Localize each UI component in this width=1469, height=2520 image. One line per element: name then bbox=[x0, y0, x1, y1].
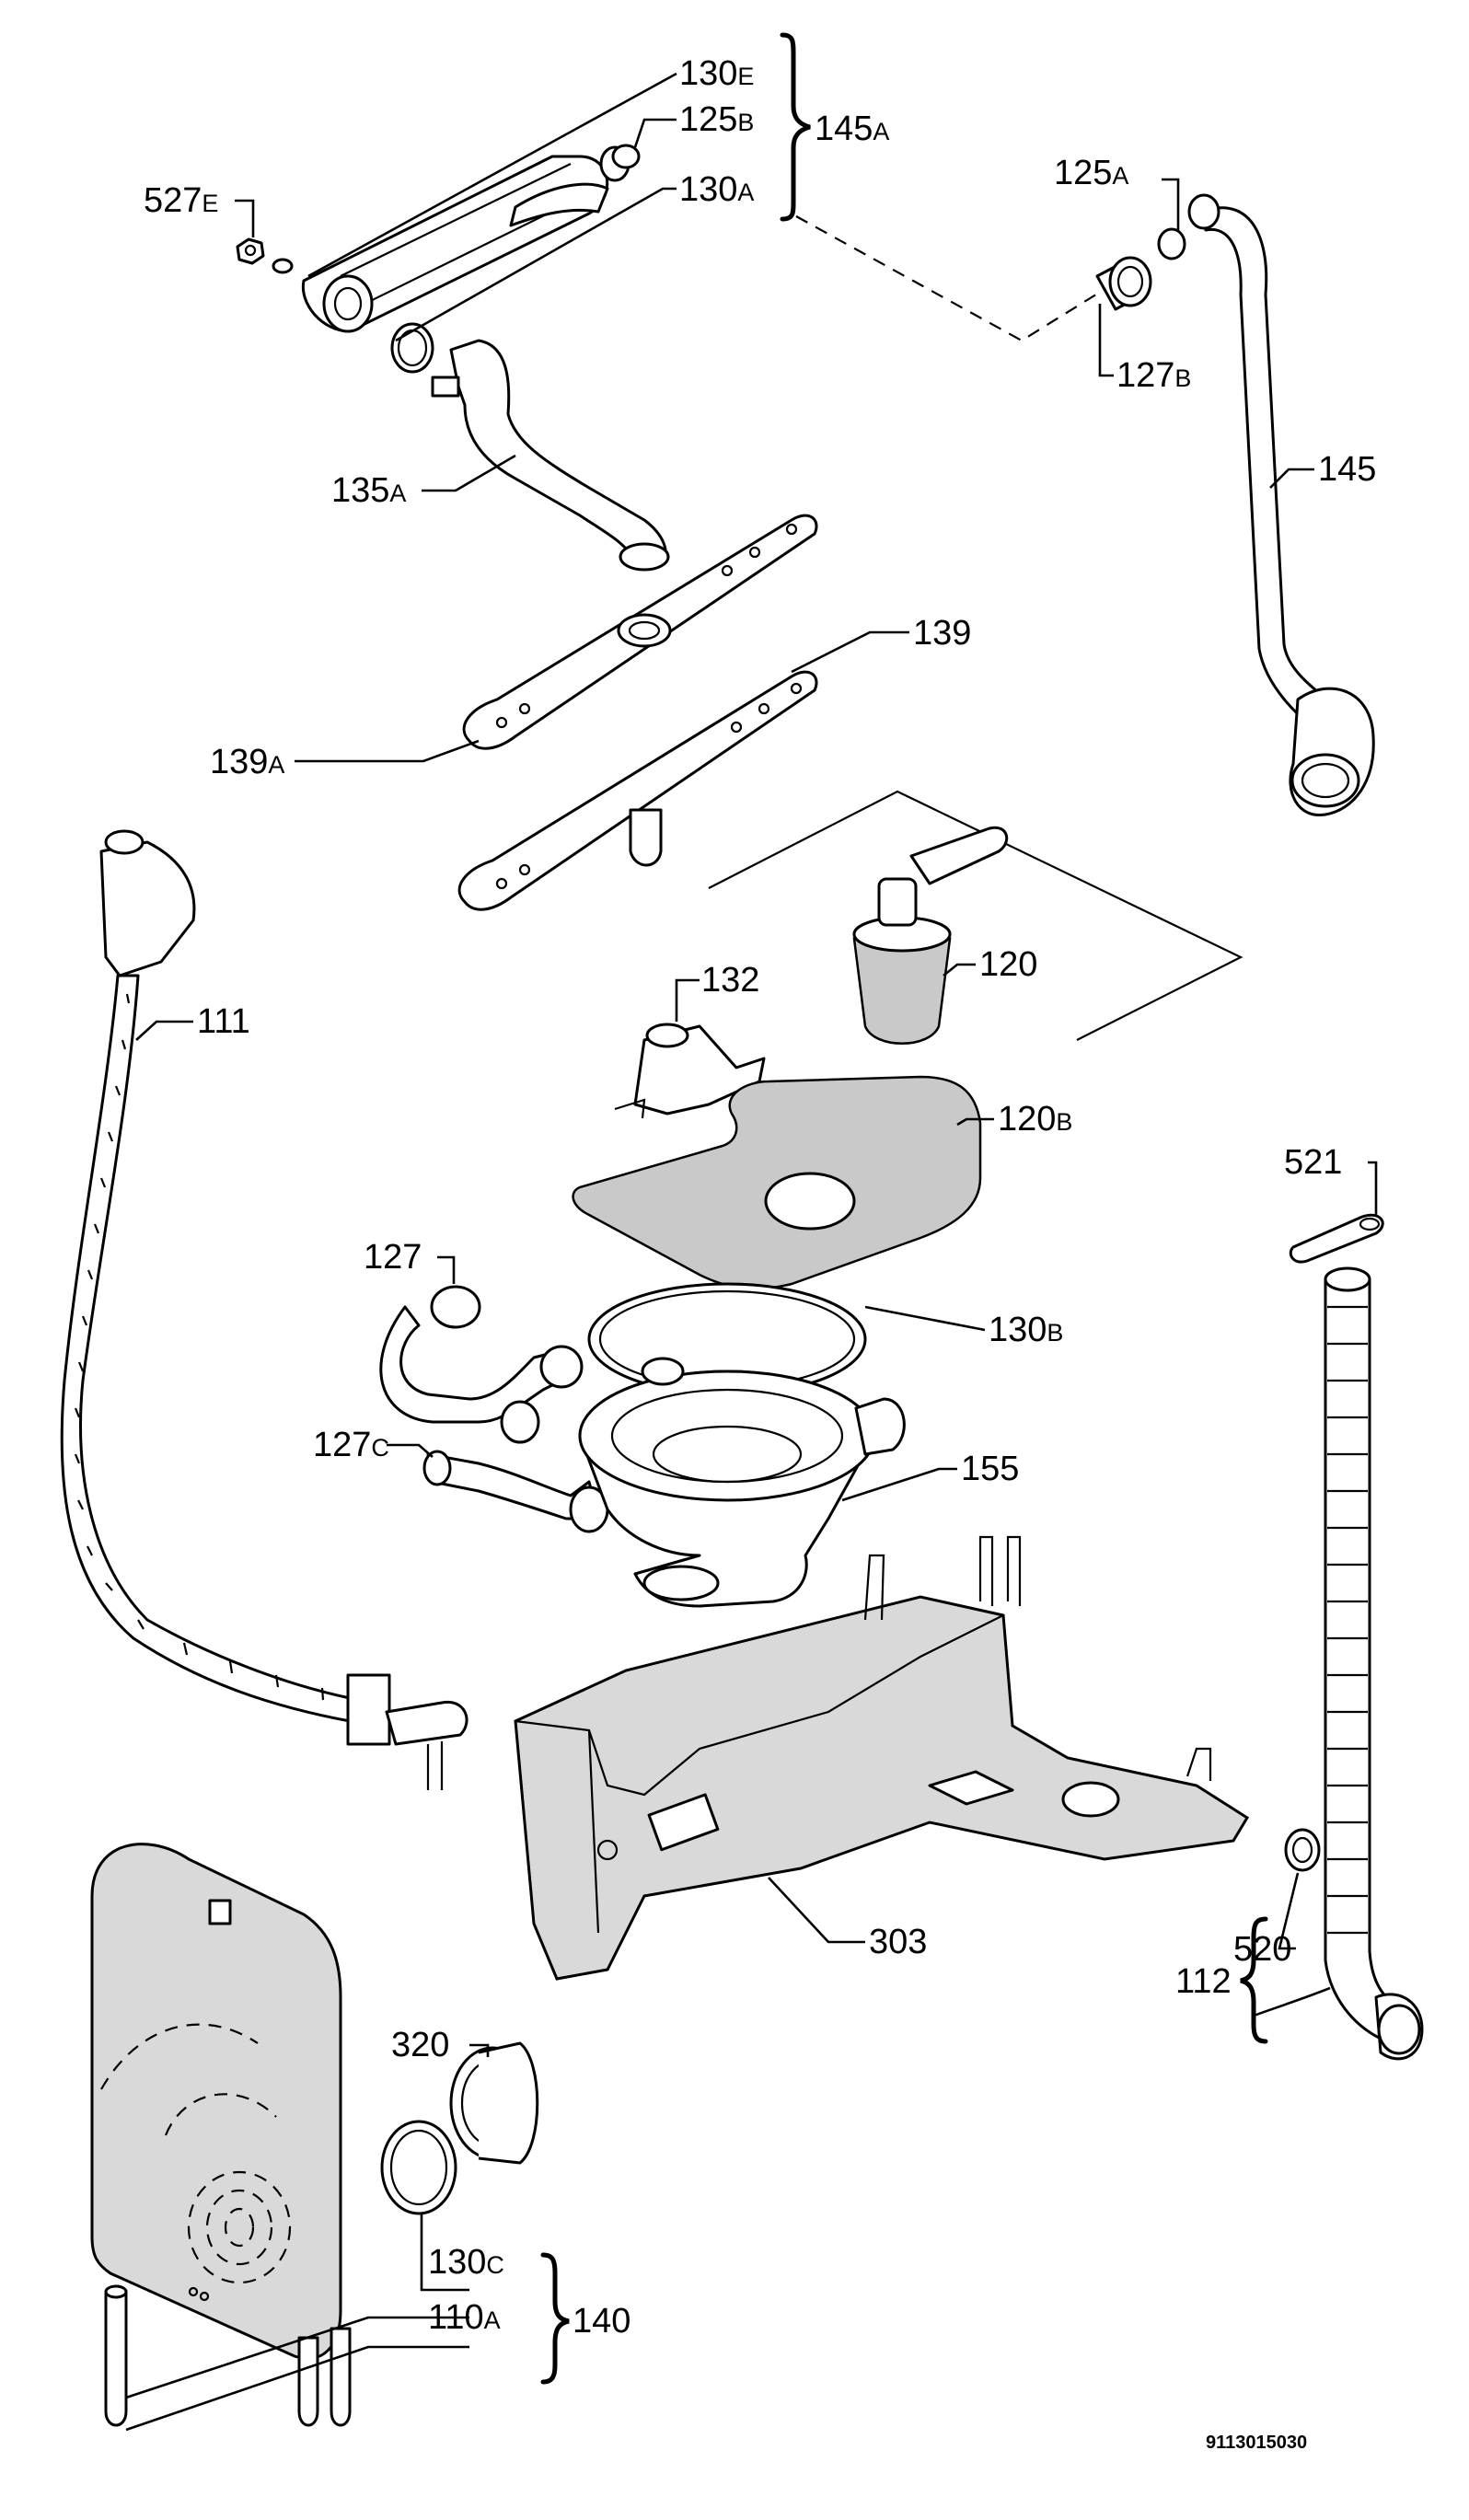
label-132: 132 bbox=[701, 961, 759, 1000]
part-145-hose bbox=[1187, 193, 1375, 816]
label-110A: 110A bbox=[428, 2298, 501, 2337]
label-520: 520 bbox=[1233, 1930, 1291, 1969]
part-125A-oring bbox=[1157, 227, 1186, 260]
part-303-base bbox=[514, 1535, 1250, 1981]
label-145: 145 bbox=[1318, 450, 1376, 489]
part-130E-seal bbox=[272, 258, 294, 274]
label-130E: 130E bbox=[679, 54, 754, 93]
label-155: 155 bbox=[961, 1450, 1019, 1488]
label-125A: 125A bbox=[1054, 154, 1128, 192]
part-139A-spray-arm bbox=[462, 514, 818, 750]
part-130C-seal bbox=[380, 2120, 457, 2215]
document-number: 9113015030 bbox=[1206, 2433, 1307, 2453]
label-127C: 127C bbox=[313, 1426, 389, 1464]
label-527E: 527E bbox=[144, 181, 218, 220]
part-111-inlet-hose bbox=[60, 829, 468, 1790]
label-130B: 130B bbox=[989, 1311, 1063, 1349]
part-155-sump bbox=[578, 1357, 906, 1608]
part-521-clip bbox=[1289, 1213, 1384, 1264]
label-120: 120 bbox=[979, 945, 1037, 984]
part-320-collar bbox=[449, 2041, 539, 2165]
label-320: 320 bbox=[391, 2026, 449, 2064]
part-140-side-panel bbox=[90, 1843, 352, 2427]
brace-140 bbox=[540, 2252, 570, 2385]
label-140: 140 bbox=[573, 2302, 630, 2341]
part-145A-upper-tube bbox=[301, 145, 630, 333]
label-127B: 127B bbox=[1116, 356, 1191, 395]
part-112-drain-hose bbox=[1324, 1266, 1424, 2061]
part-135A-supply-pipe bbox=[431, 339, 670, 572]
label-521: 521 bbox=[1284, 1143, 1342, 1182]
part-120B-flat-filter bbox=[572, 1075, 982, 1290]
part-520-clamp bbox=[1284, 1828, 1321, 1872]
brace-145A bbox=[780, 32, 811, 222]
label-125B: 125B bbox=[679, 100, 754, 139]
label-135A: 135A bbox=[331, 471, 406, 510]
part-labels: 130E 125B 145A 130A 527E 125A 127B 145 1… bbox=[144, 54, 1376, 2453]
part-139-spray-arm bbox=[457, 670, 818, 911]
label-111: 111 bbox=[197, 1002, 250, 1041]
part-127C-hose bbox=[422, 1450, 609, 1533]
part-527E-nut bbox=[236, 237, 265, 265]
leader-lines bbox=[125, 72, 1378, 2432]
part-127B-connector bbox=[1095, 256, 1152, 311]
part-127-hose bbox=[379, 1285, 584, 1444]
label-303: 303 bbox=[869, 1923, 927, 1961]
label-130A: 130A bbox=[679, 170, 754, 209]
label-139: 139 bbox=[913, 614, 971, 653]
dashed-connector-145A-to-145 bbox=[795, 215, 1119, 342]
part-125B-oring bbox=[611, 144, 641, 169]
label-139A: 139A bbox=[210, 743, 284, 781]
label-130C: 130C bbox=[428, 2243, 504, 2282]
label-112: 112 bbox=[1175, 1962, 1232, 2001]
label-120B: 120B bbox=[998, 1100, 1072, 1139]
part-120-filter bbox=[708, 790, 1243, 1045]
label-127: 127 bbox=[364, 1238, 422, 1277]
label-145A: 145A bbox=[815, 110, 889, 148]
brace-112 bbox=[1240, 1916, 1268, 2044]
